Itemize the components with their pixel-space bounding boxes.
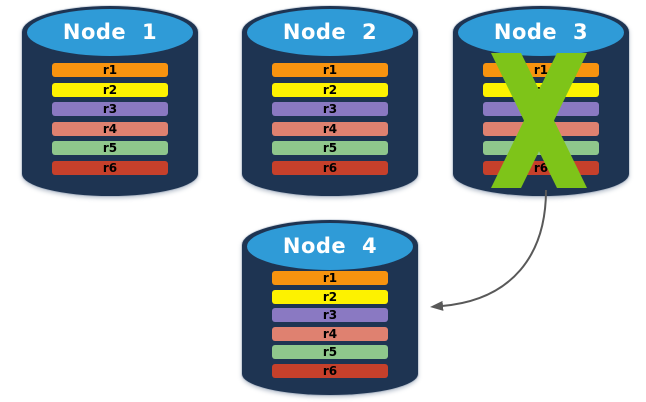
node-2: Node 2 r1 r2 r3 r4 r5 r6 [242, 6, 418, 196]
node-3-row-r5: r5 [483, 141, 599, 155]
node-1-row-list: r1 r2 r3 r4 r5 r6 [22, 63, 198, 175]
node-2-row-r3: r3 [272, 102, 388, 116]
node-1-cylinder-top: Node 1 [27, 9, 193, 56]
node-2-row-r5: r5 [272, 141, 388, 155]
node-3: Node 3 r1 r2 r3 r4 r5 r6 [453, 6, 629, 196]
node-1: Node 1 r1 r2 r3 r4 r5 r6 [22, 6, 198, 196]
node-3-row-r4: r4 [483, 121, 599, 136]
node-4-title: Node 4 [282, 233, 378, 258]
node-4-row-r1: r1 [272, 271, 388, 285]
node-2-row-r6: r6 [272, 160, 388, 175]
node-1-row-r2: r2 [52, 82, 168, 97]
node-3-row-list: r1 r2 r3 r4 r5 r6 [453, 63, 629, 175]
node-2-row-r4: r4 [272, 121, 388, 136]
node-4-row-r3: r3 [272, 308, 388, 322]
node-1-row-r6: r6 [52, 160, 168, 175]
node-2-title: Node 2 [282, 19, 378, 44]
node-1-title: Node 1 [62, 19, 158, 44]
node-2-row-list: r1 r2 r3 r4 r5 r6 [242, 63, 418, 175]
node-2-row-r2: r2 [272, 82, 388, 97]
node-1-row-r5: r5 [52, 141, 168, 155]
node-4: Node 4 r1 r2 r3 r4 r5 r6 [242, 220, 418, 395]
node-2-row-r1: r1 [272, 63, 388, 77]
node-3-row-r3: r3 [483, 102, 599, 116]
node-1-row-r1: r1 [52, 63, 168, 77]
node-4-row-r4: r4 [272, 326, 388, 341]
node-3-row-r6: r6 [483, 160, 599, 175]
node-3-row-r1: r1 [483, 63, 599, 77]
node-4-row-r5: r5 [272, 345, 388, 359]
node-1-row-r4: r4 [52, 121, 168, 136]
node-2-cylinder-top: Node 2 [247, 9, 413, 56]
node-3-cylinder-top: Node 3 [458, 9, 624, 56]
node-3-title: Node 3 [493, 19, 589, 44]
node-1-row-r3: r3 [52, 102, 168, 116]
node-4-row-r2: r2 [272, 289, 388, 304]
node-4-cylinder-top: Node 4 [247, 223, 413, 270]
node-3-row-r2: r2 [483, 82, 599, 97]
node-4-row-r6: r6 [272, 363, 388, 378]
node-4-row-list: r1 r2 r3 r4 r5 r6 [242, 271, 418, 378]
